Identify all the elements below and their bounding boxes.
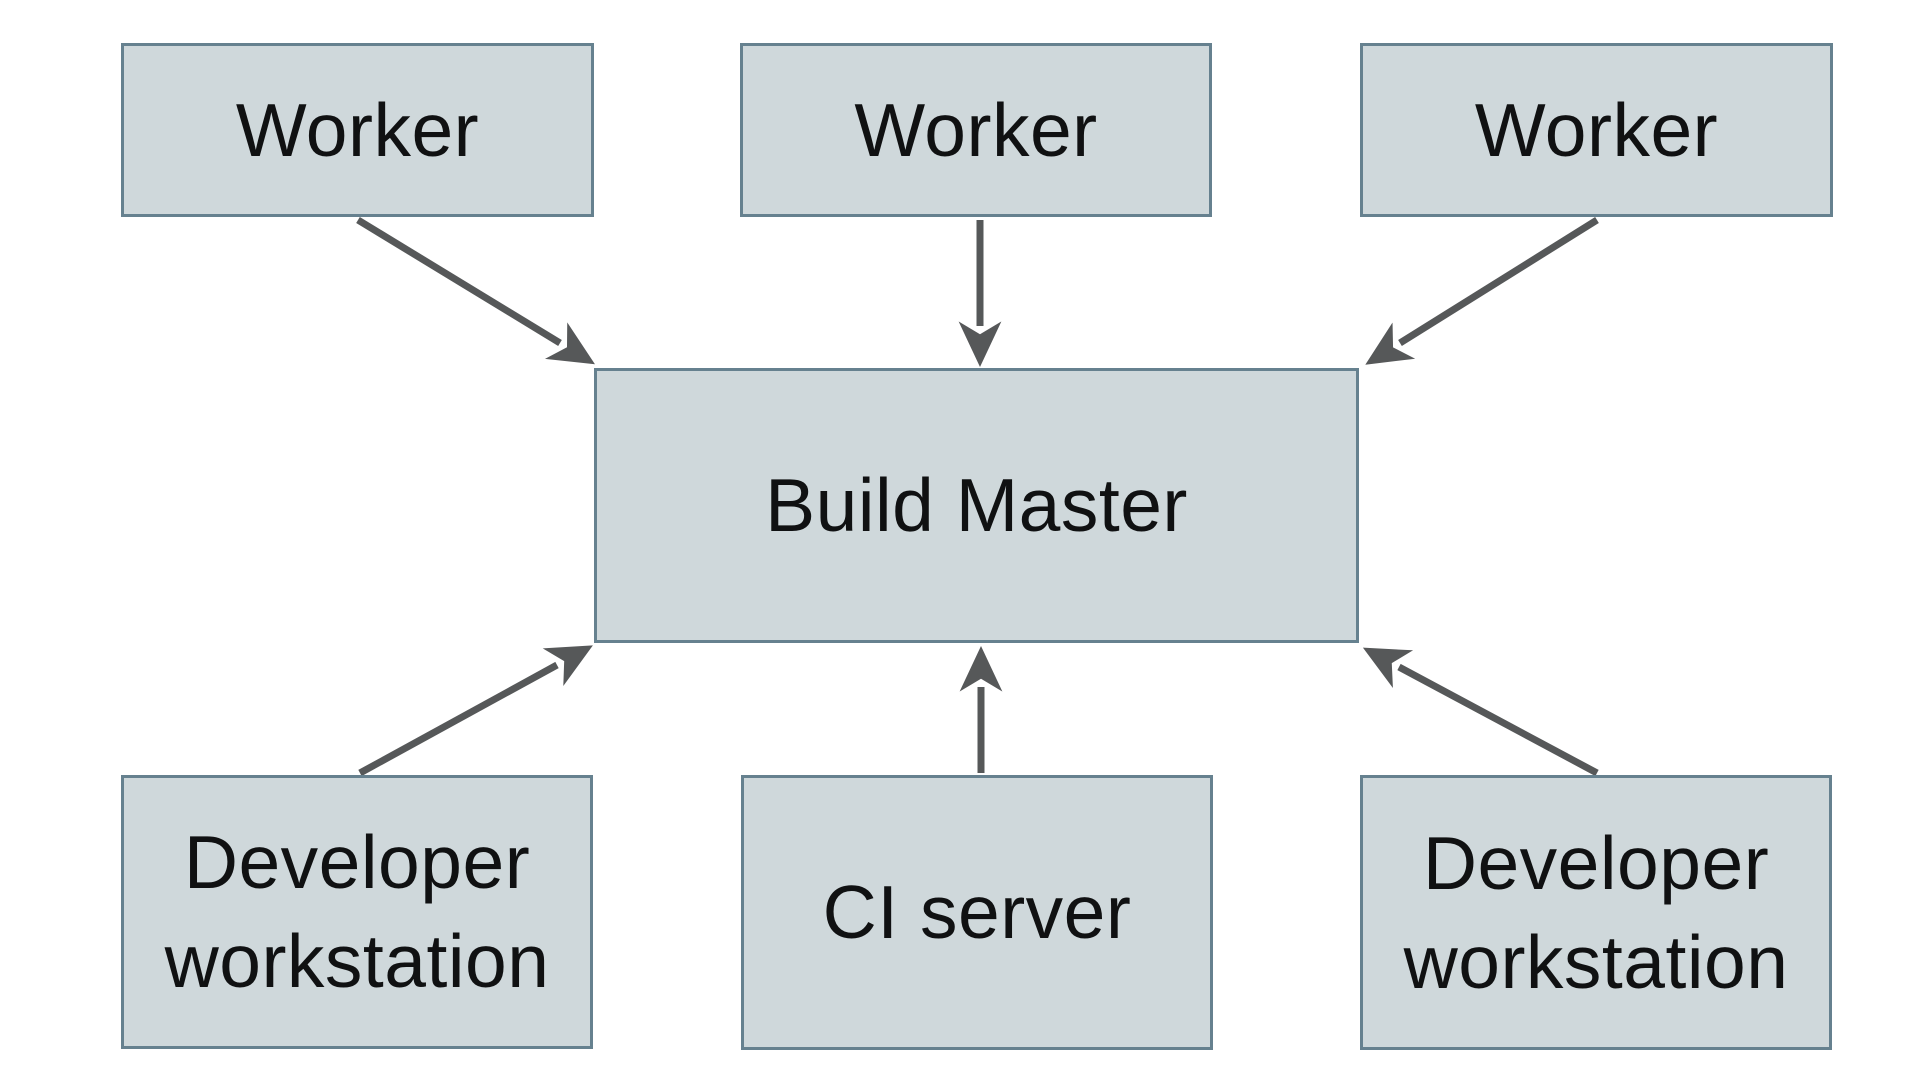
node-worker-3: Worker bbox=[1360, 43, 1833, 217]
node-developer-workstation-left-label: Developer workstation bbox=[164, 820, 550, 1003]
node-ci-server-label: CI server bbox=[822, 870, 1132, 954]
node-build-master-label: Build Master bbox=[765, 463, 1188, 547]
edge-worker3-to-build-master bbox=[1365, 217, 1599, 365]
node-worker-3-label: Worker bbox=[1474, 87, 1719, 172]
edge-worker1-to-build-master bbox=[356, 217, 595, 365]
node-worker-1: Worker bbox=[121, 43, 594, 217]
node-worker-2: Worker bbox=[740, 43, 1212, 217]
node-developer-workstation-right: Developer workstation bbox=[1360, 775, 1832, 1050]
node-worker-2-label: Worker bbox=[854, 87, 1098, 172]
edge-dev-left-to-build-master bbox=[358, 645, 593, 777]
node-worker-1-label: Worker bbox=[235, 87, 480, 172]
node-ci-server: CI server bbox=[741, 775, 1213, 1050]
node-developer-workstation-right-label: Developer workstation bbox=[1403, 820, 1789, 1004]
node-build-master: Build Master bbox=[594, 368, 1359, 643]
node-developer-workstation-left: Developer workstation bbox=[121, 775, 593, 1049]
edge-dev-right-to-build-master bbox=[1362, 647, 1599, 777]
